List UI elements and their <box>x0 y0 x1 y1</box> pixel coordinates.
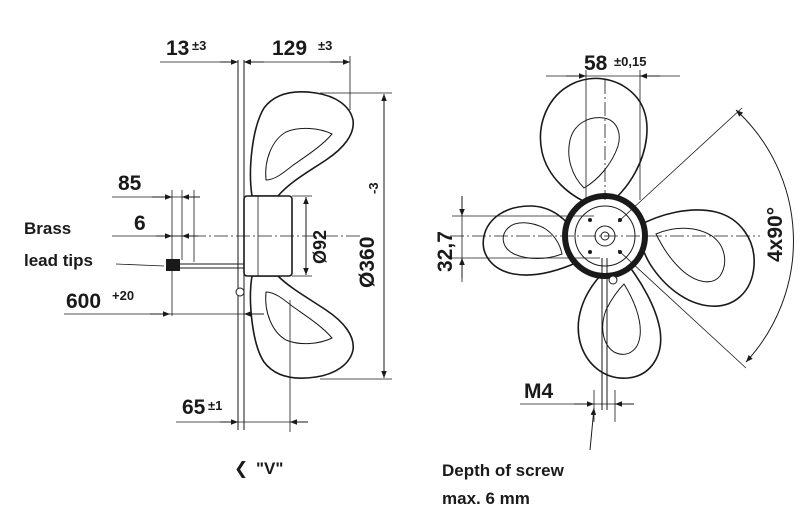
view-arrow-icon: ❮ <box>234 459 248 479</box>
dim-13-value: 13 <box>166 37 189 60</box>
dim-129-value: 129 <box>272 37 307 60</box>
dim-58-value: 58 <box>584 52 608 75</box>
front-view <box>450 70 794 451</box>
dim-4x90-value: 4x90° <box>764 207 787 262</box>
dim-600-value: 600 <box>66 290 101 313</box>
dim-32-7-value: 32,7 <box>434 231 457 272</box>
brass-label-line1: Brass <box>24 219 71 238</box>
dim-129-tolerance: ±3 <box>318 38 332 53</box>
side-view-labels: 13 ±3 129 ±3 85 6 Brass lead tips 600 +2… <box>24 37 381 479</box>
view-label: "V" <box>256 459 283 478</box>
brass-tip-icon <box>166 259 180 271</box>
lower-blade-inner <box>265 291 333 345</box>
dim-600-tolerance: +20 <box>112 288 134 303</box>
dim-65-tolerance: ±1 <box>208 398 222 413</box>
dim-m4-value: M4 <box>524 380 553 403</box>
dim-360-value: Ø360 <box>356 237 379 288</box>
brass-label-line2: lead tips <box>24 251 93 270</box>
dim-58-tolerance: ±0,15 <box>614 54 646 69</box>
dim-92-value: Ø92 <box>310 230 330 264</box>
dim-360-tolerance: -3 <box>366 182 381 194</box>
dim-13-tolerance: ±3 <box>192 38 206 53</box>
front-blade-right-inner <box>655 227 726 283</box>
dim-65-value: 65 <box>182 396 206 419</box>
front-blade-bottom-inner <box>602 283 641 355</box>
screw-note-line1: Depth of screw <box>442 461 565 480</box>
dim-85-value: 85 <box>118 172 142 195</box>
upper-blade-inner <box>265 127 333 181</box>
screw-note-line2: max. 6 mm <box>442 489 530 508</box>
dim-6-value: 6 <box>134 212 146 235</box>
side-view <box>64 56 392 432</box>
front-blade-top-inner <box>568 117 620 189</box>
front-view-labels: 58 ±0,15 32,7 4x90° M4 Depth of screw ma… <box>434 52 787 508</box>
